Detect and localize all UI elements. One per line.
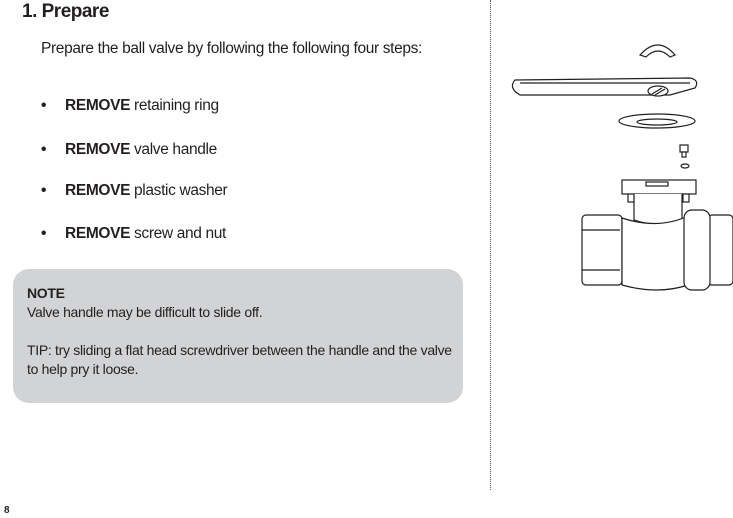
intro-text: Prepare the ball valve by following the … — [41, 40, 423, 57]
screw — [679, 144, 689, 153]
note-content: NOTE Valve handle may be difficult to sl… — [27, 284, 457, 379]
note-tip: TIP: try sliding a flat head screwdriver… — [27, 342, 452, 377]
column-divider — [490, 0, 491, 490]
valve-handle — [511, 77, 698, 96]
section-title: 1. Prepare — [22, 1, 109, 22]
step-item: •REMOVE retaining ring — [41, 97, 219, 114]
note-title: NOTE — [27, 285, 65, 301]
page-number: 8 — [4, 505, 10, 516]
valve-body — [633, 194, 683, 225]
note-line: Valve handle may be difficult to slide o… — [27, 304, 263, 320]
step-item: •REMOVE screw and nut — [41, 225, 226, 242]
retaining-ring — [638, 44, 676, 58]
step-item: •REMOVE plastic washer — [41, 182, 228, 199]
step-item: •REMOVE valve handle — [41, 141, 217, 158]
note-box — [13, 269, 463, 403]
ball-valve-exploded-illustration — [511, 44, 733, 291]
nut — [680, 163, 690, 169]
